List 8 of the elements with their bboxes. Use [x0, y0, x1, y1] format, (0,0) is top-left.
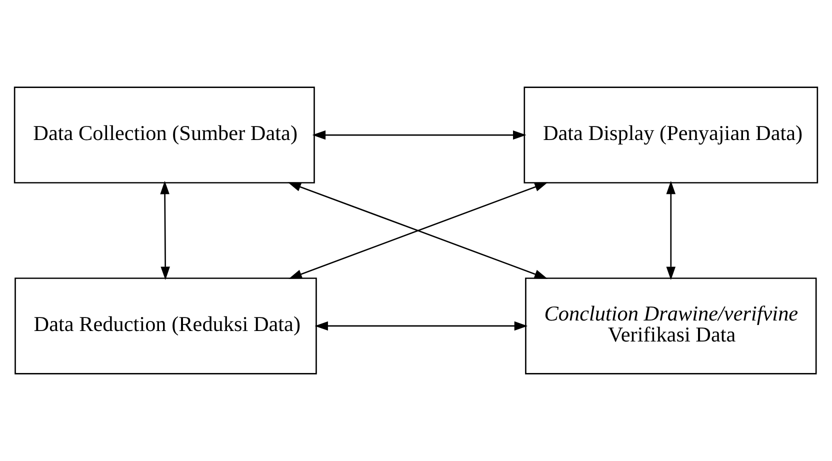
arrow: [314, 321, 528, 331]
node-box: Data Collection (Sumber Data): [14, 86, 315, 184]
arrow: [312, 130, 526, 140]
node-box: Data Reduction (Reduksi Data): [14, 278, 317, 374]
arrow: [160, 180, 170, 280]
node-box: Conclution Drawine/verifvine Verifikasi Data: [525, 278, 817, 374]
node-box: Data Display (Penyajian Data): [524, 86, 818, 184]
arrow: [666, 180, 676, 280]
